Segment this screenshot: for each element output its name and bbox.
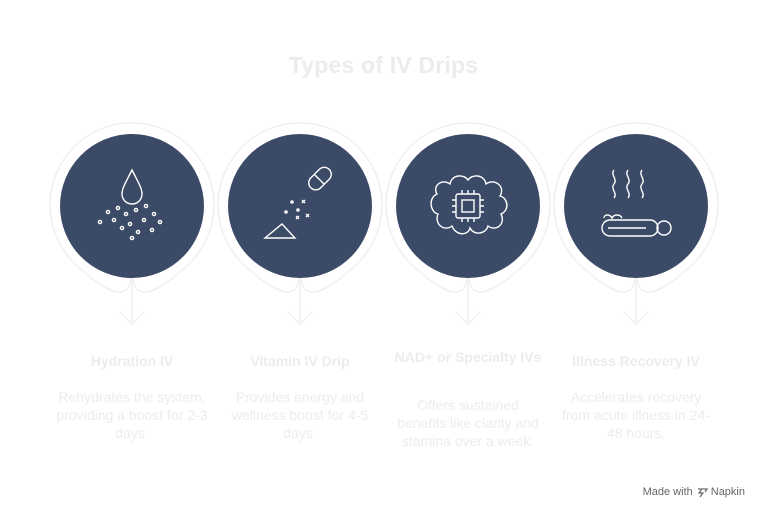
drip-description: Offers sustained benefits like clarity a… bbox=[397, 397, 539, 449]
napkin-logo-icon bbox=[697, 487, 708, 497]
drip-description: Rehydrates the system, providing a boost… bbox=[56, 389, 208, 441]
drip-description: Provides energy and wellness boost for 4… bbox=[231, 389, 369, 441]
drip-label: NAD+ or Specialty IVs bbox=[394, 349, 542, 365]
drip-type-vitamin: Vitamin IV Drip Provides energy and well… bbox=[216, 120, 384, 500]
illness-recovery-graphic bbox=[553, 122, 719, 326]
hydration-graphic bbox=[49, 122, 215, 326]
page-title: Types of IV Drips bbox=[288, 52, 479, 78]
drip-type-hydration: Hydration IV Rehydrates the system, prov… bbox=[48, 120, 216, 500]
made-with-napkin-credit[interactable]: Made with Napkin bbox=[643, 486, 745, 498]
drip-label: Hydration IV bbox=[90, 353, 174, 369]
credit-prefix: Made with bbox=[642, 486, 693, 498]
brain-chip-icon bbox=[430, 175, 508, 235]
water-drop-icon bbox=[97, 168, 163, 241]
drip-label: Illness Recovery IV bbox=[572, 353, 700, 369]
napkin-name: Napkin bbox=[710, 486, 745, 498]
drip-type-illness-recovery: Illness Recovery IV Accelerates recovery… bbox=[552, 120, 720, 500]
capsule-powder-icon bbox=[263, 166, 332, 239]
drip-description: Accelerates recovery from acute illness … bbox=[562, 389, 710, 441]
nad-graphic bbox=[385, 122, 551, 326]
drip-type-nad: NAD+ or Specialty IVs Offers sustained b… bbox=[384, 120, 552, 500]
sick-person-icon bbox=[601, 169, 672, 237]
vitamin-graphic bbox=[217, 122, 383, 326]
drip-label: Vitamin IV Drip bbox=[250, 353, 350, 369]
napkin-brand: Napkin bbox=[697, 486, 745, 498]
